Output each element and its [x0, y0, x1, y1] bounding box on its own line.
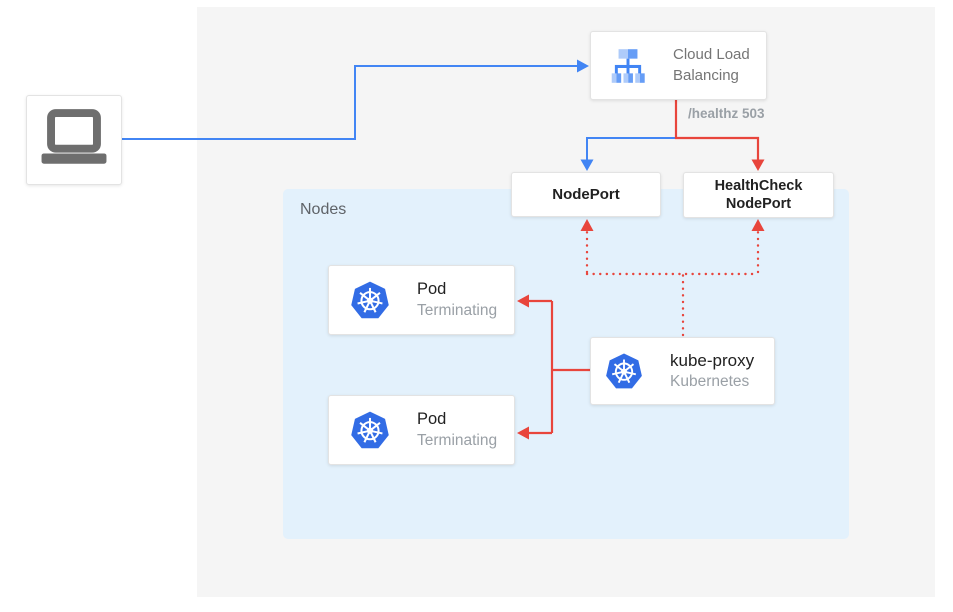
kube-proxy-subtitle: Kubernetes	[670, 372, 750, 390]
healthcheck-nodeport-node: HealthCheck NodePort	[683, 172, 834, 218]
pod-title: Pod	[417, 280, 447, 299]
kubernetes-icon	[604, 351, 644, 391]
healthcheck-nodeport-label: HealthCheck NodePort	[714, 177, 803, 212]
kube-proxy-title: kube-proxy	[670, 350, 755, 370]
kube-proxy-node: kube-proxy Kubernetes	[590, 337, 775, 405]
pod-title: Pod	[417, 410, 447, 429]
pod-node-2: Pod Terminating	[328, 395, 515, 465]
laptop-icon	[36, 102, 112, 178]
healthz-status-label: /healthz 503	[688, 106, 765, 121]
pod-node-1: Pod Terminating	[328, 265, 515, 335]
nodes-panel-label: Nodes	[300, 201, 347, 218]
pod-status: Terminating	[417, 431, 498, 449]
kubernetes-icon	[349, 409, 391, 451]
client-node	[26, 95, 122, 185]
nodeport-node: NodePort	[511, 172, 661, 217]
cloud-load-balancing-label: Cloud Load Balancing	[673, 46, 750, 84]
kubernetes-icon	[349, 279, 391, 321]
cloud-load-balancing-node: Cloud Load Balancing	[590, 31, 767, 100]
cloud-load-balancing-icon	[607, 45, 649, 87]
pod-status: Terminating	[417, 301, 498, 319]
nodeport-label: NodePort	[552, 186, 620, 203]
